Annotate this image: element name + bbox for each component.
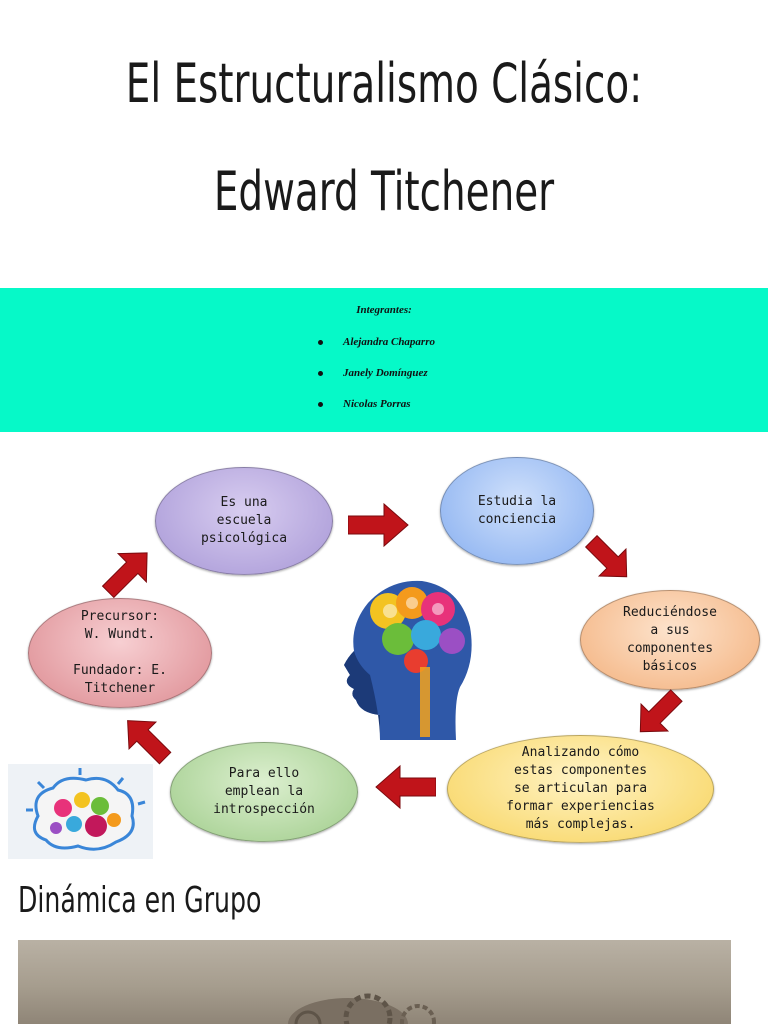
member-name: Janely Domínguez [343,367,428,379]
arrow-left-icon [375,764,436,810]
bullet-icon [318,371,323,376]
members-heading: Integrantes: [356,304,412,316]
bullet-icon [318,402,323,407]
members-band: Integrantes: Alejandra Chaparro Janely D… [0,288,768,432]
gears-photo [18,940,731,1024]
cycle-node-introspection: Para ello emplean la introspección [170,742,358,842]
cycle-node-school: Es una escuela psicológica [155,467,333,575]
cycle-node-experiences: Analizando cómo estas componentes se art… [447,735,714,843]
arrow-down-left-icon [639,689,683,733]
arrow-up-right-icon [101,552,148,599]
arrow-down-right-icon [584,534,628,578]
brain-gears-icon [8,764,153,859]
cycle-node-components: Reduciéndose a sus componentes básicos [580,590,760,690]
section-heading: Dinámica en Grupo [18,880,262,921]
member-name: Alejandra Chaparro [343,336,435,348]
arrow-up-left-icon [127,720,172,765]
cycle-node-founders: Precursor: W. Wundt. Fundador: E. Titche… [28,598,212,708]
member-name: Nicolas Porras [343,398,411,410]
arrow-right-icon [348,502,409,548]
head-gears-illustration [344,580,472,740]
page-title-line1: El Estructuralismo Clásico: [125,52,643,115]
bullet-icon [318,340,323,345]
page-title-line2: Edward Titchener [213,160,555,223]
cycle-node-consciousness: Estudia la conciencia [440,457,594,565]
